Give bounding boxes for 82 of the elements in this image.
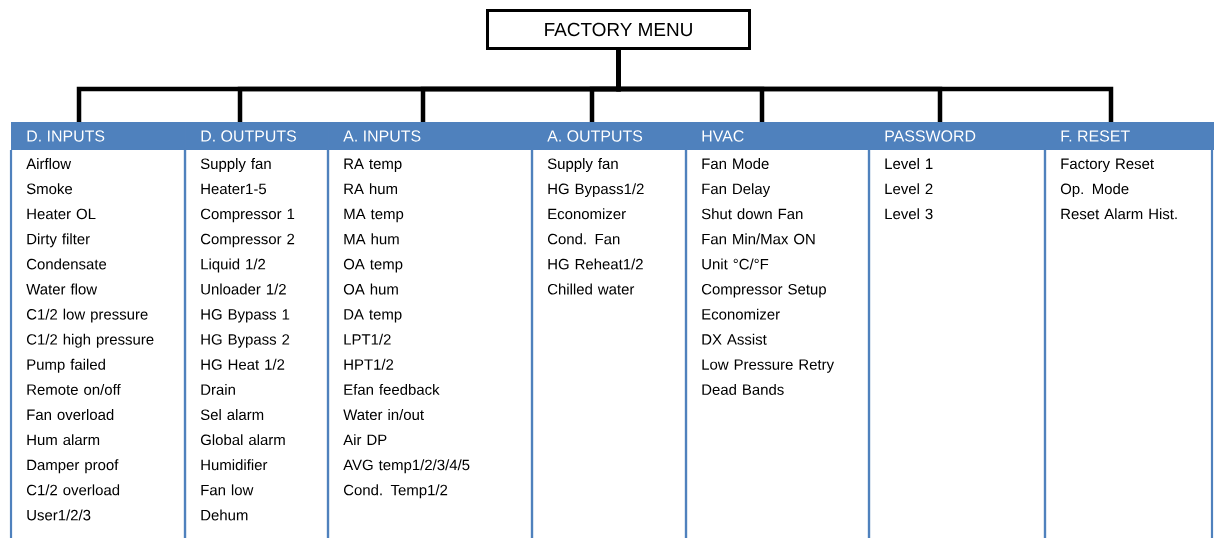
- menu-item: Cond. Temp1/2: [343, 484, 448, 499]
- menu-item: AVG temp1/2/3/4/5: [343, 459, 470, 474]
- menu-item: Level 3: [885, 208, 933, 220]
- menu-item: Compressor 1: [200, 208, 295, 223]
- menu-item: Heater OL: [27, 208, 96, 220]
- menu-item: Efan feedback: [344, 383, 440, 395]
- menu-item: OA hum: [343, 283, 398, 295]
- menu-item: HG Reheat1/2: [548, 258, 643, 270]
- menu-column: [867, 122, 1047, 538]
- menu-item: Heater1-5: [201, 183, 267, 195]
- menu-item: RA hum: [344, 183, 397, 195]
- menu-item: Airflow: [26, 158, 72, 170]
- menu-column: [9, 122, 187, 538]
- menu-item: Dirty filter: [27, 233, 90, 248]
- menu-item: Chilled water: [547, 283, 635, 295]
- menu-item: Dehum: [201, 509, 248, 521]
- menu-item: MA hum: [344, 233, 399, 245]
- menu-item: HPT1/2: [344, 358, 394, 370]
- menu-item: Economizer: [702, 308, 780, 320]
- menu-item: Fan low: [201, 484, 254, 496]
- column-header: D. INPUTS: [11, 122, 185, 150]
- menu-item: Supply fan: [200, 158, 271, 172]
- menu-item: Sel alarm: [200, 409, 264, 420]
- menu-item: Economizer: [548, 208, 626, 220]
- column-header: F. RESET: [1045, 122, 1214, 150]
- menu-item: HG Bypass 2: [201, 334, 290, 348]
- menu-item: Air DP: [343, 434, 387, 445]
- connector-line: [616, 50, 1114, 122]
- menu-item: Smoke: [26, 183, 73, 195]
- menu-item: C1/2 overload: [27, 484, 120, 496]
- menu-item: Fan Delay: [702, 183, 771, 198]
- menu-item: DX Assist: [702, 333, 767, 345]
- menu-item: Unit °C/°F: [702, 258, 769, 270]
- menu-item: C1/2 high pressure: [27, 333, 154, 348]
- column-header: A. OUTPUTS: [532, 122, 686, 150]
- menu-item: DA temp: [344, 309, 402, 323]
- menu-item: LPT1/2: [344, 333, 391, 345]
- menu-item: MA temp: [344, 208, 404, 223]
- menu-item: Shut down Fan: [701, 208, 803, 220]
- menu-item: Fan Mode: [702, 158, 769, 170]
- menu-item: HG Bypass1/2: [548, 183, 644, 198]
- column-header: PASSWORD: [869, 122, 1045, 150]
- menu-item: Liquid 1/2: [201, 258, 266, 273]
- menu-item: Compressor Setup: [701, 283, 826, 298]
- menu-item: Damper proof: [27, 459, 119, 474]
- menu-item: Water flow: [26, 283, 98, 295]
- menu-item: Low Pressure Retry: [702, 359, 834, 373]
- menu-item: Remote on/off: [27, 383, 121, 395]
- menu-item: Fan Min/Max ON: [702, 233, 815, 245]
- menu-title-box: FACTORY MENU: [486, 9, 751, 50]
- menu-item: Supply fan: [547, 158, 618, 172]
- menu-item: Fan overload: [27, 409, 114, 420]
- menu-item: Op. Mode: [1060, 183, 1129, 198]
- menu-column: [684, 122, 871, 538]
- menu-item: Global alarm: [200, 434, 285, 446]
- column-header: HVAC: [686, 122, 869, 150]
- menu-item: Level 2: [885, 183, 933, 195]
- menu-item: Factory Reset: [1061, 158, 1154, 172]
- menu-item: Drain: [201, 383, 235, 395]
- column-header: D. OUTPUTS: [185, 122, 328, 150]
- menu-item: Unloader 1/2: [201, 283, 286, 295]
- menu-item: Condensate: [27, 258, 107, 270]
- menu-item: Water in/out: [343, 409, 424, 420]
- menu-item: Pump failed: [27, 358, 105, 373]
- menu-column: [183, 122, 330, 538]
- menu-column: [530, 122, 688, 538]
- menu-item: OA temp: [343, 258, 403, 273]
- menu-item: Dead Bands: [702, 383, 784, 395]
- menu-item: Cond. Fan: [547, 233, 620, 245]
- menu-item: RA temp: [344, 158, 402, 172]
- menu-column: [1043, 122, 1214, 538]
- menu-item: HG Heat 1/2: [201, 358, 285, 370]
- menu-item: User1/2/3: [27, 509, 91, 521]
- menu-item: HG Bypass 1: [201, 309, 290, 323]
- menu-item: C1/2 low pressure: [27, 308, 148, 323]
- column-header: A. INPUTS: [328, 122, 532, 150]
- menu-item: Humidifier: [201, 459, 268, 471]
- menu-column: [326, 122, 534, 538]
- menu-item: Compressor 2: [200, 233, 295, 248]
- menu-item: Reset Alarm Hist.: [1061, 208, 1177, 220]
- menu-item: Hum alarm: [27, 434, 100, 446]
- menu-item: Level 1: [885, 158, 933, 170]
